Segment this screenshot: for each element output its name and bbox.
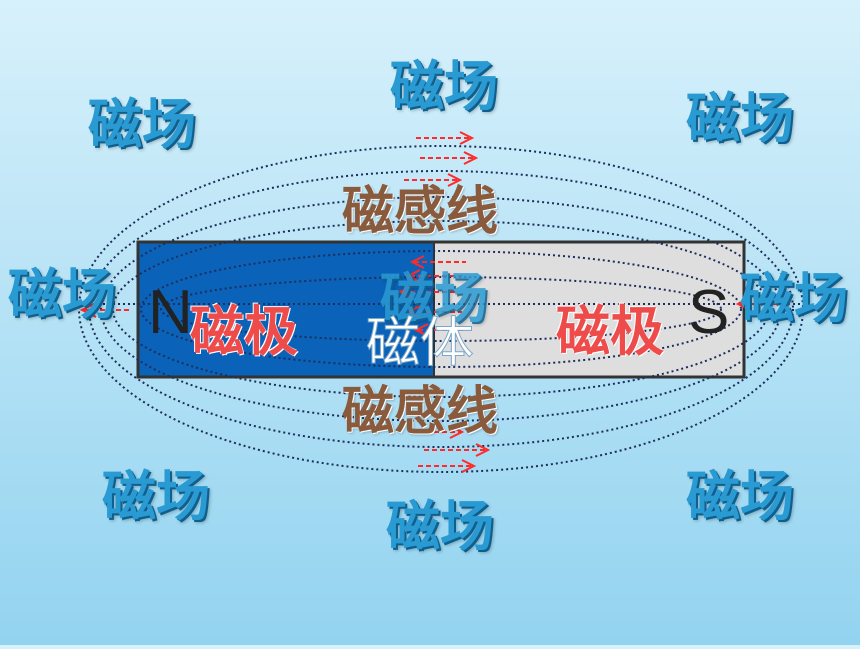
field-line-6 xyxy=(160,276,722,342)
field-label-bottom-right: 磁场 xyxy=(686,465,794,528)
arrow-inner-3 xyxy=(397,285,456,299)
arrow-inner-1 xyxy=(409,255,466,269)
magnet-outline xyxy=(136,240,746,379)
field-line-outer xyxy=(78,145,804,473)
arrow-inner-5 xyxy=(413,323,466,337)
field-label-top-right: 磁场 xyxy=(686,87,794,150)
arrow-top-2 xyxy=(420,151,479,165)
field-line-5 xyxy=(140,250,742,368)
field-line-label-bottom: 磁感线 xyxy=(342,381,499,442)
field-line-label-top: 磁感线 xyxy=(342,181,499,242)
arrow-top-1 xyxy=(416,131,475,145)
arrow-right xyxy=(735,296,790,312)
north-pole-label: 磁极 xyxy=(190,299,298,363)
south-pole-letter: S xyxy=(688,278,730,347)
field-label-bottom-left: 磁场 xyxy=(102,465,210,528)
field-label-left: 磁场 xyxy=(8,263,116,326)
field-label-top-center: 磁场 xyxy=(390,55,498,118)
magnet-label: 磁体 xyxy=(366,311,475,374)
magnet-north-half xyxy=(138,242,434,377)
south-pole-label: 磁极 xyxy=(556,299,664,363)
arrow-bottom-2 xyxy=(424,443,491,457)
field-label-right: 磁场 xyxy=(740,267,848,330)
field-line-4 xyxy=(112,220,770,398)
arrow-top-3 xyxy=(404,173,463,187)
arrow-inner-4 xyxy=(405,305,462,319)
field-label-center: 磁场 xyxy=(380,267,488,330)
field-label-top-left: 磁场 xyxy=(88,93,196,156)
arrow-bottom-1 xyxy=(410,425,465,439)
magnet-south-half xyxy=(434,242,744,377)
arrow-left xyxy=(79,302,130,318)
north-pole-letter: N xyxy=(148,278,193,347)
arrow-inner-2 xyxy=(405,269,462,283)
arrow-bottom-3 xyxy=(418,459,477,473)
field-label-bottom-center: 磁场 xyxy=(386,495,494,558)
